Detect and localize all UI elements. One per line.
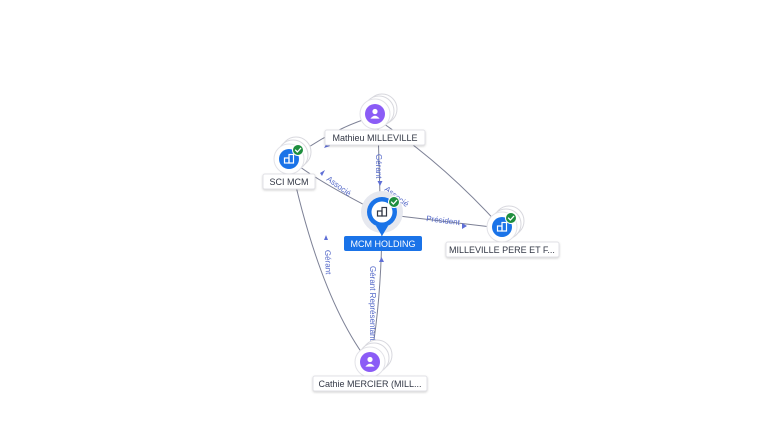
edge-label-gerant: Gérant <box>323 250 333 276</box>
node-sci-mcm[interactable]: SCI MCM <box>262 136 316 190</box>
edge-label-gerant: Gérant <box>374 154 383 179</box>
node-label: MILLEVILLE PERE ET F... <box>449 245 555 255</box>
node-mcm-holding[interactable]: MCM HOLDING <box>344 191 422 251</box>
node-label: Cathie MERCIER (MILL... <box>318 379 421 389</box>
edge-cathie-sci[interactable]: Gérant <box>289 159 371 365</box>
building-icon <box>376 206 388 217</box>
edge-label-gerant-representant: Gérant Représentant <box>368 266 377 341</box>
edge-label-associe: Associé <box>325 174 353 198</box>
node-label: Mathieu MILLEVILLE <box>332 133 417 143</box>
verified-check-icon <box>387 195 401 209</box>
node-label: SCI MCM <box>270 177 309 187</box>
node-mathieu-milleville[interactable]: Mathieu MILLEVILLE <box>324 93 426 146</box>
verified-check-icon <box>504 211 518 225</box>
node-milleville-pere-et-fils[interactable]: MILLEVILLE PERE ET F... <box>445 205 560 258</box>
edge-label-president: Président <box>426 214 461 227</box>
verified-check-icon <box>291 143 305 157</box>
node-label: MCM HOLDING <box>351 239 416 249</box>
node-cathie-mercier[interactable]: Cathie MERCIER (MILL... <box>312 339 428 392</box>
